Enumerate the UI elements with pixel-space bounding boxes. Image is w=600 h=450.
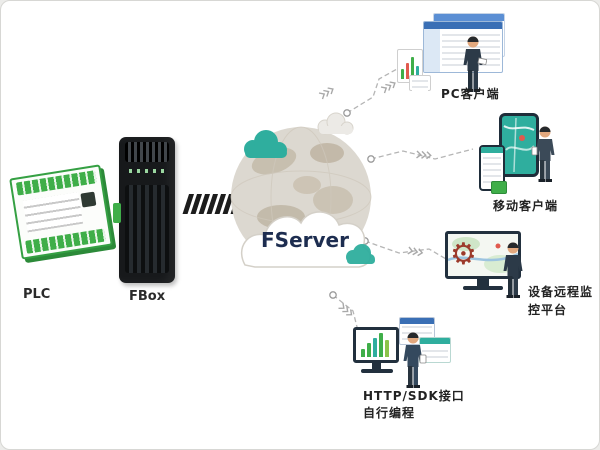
window-titlebar bbox=[424, 22, 502, 29]
tablet-icon bbox=[419, 354, 427, 364]
fbox-green-connector bbox=[113, 203, 121, 223]
line-to-monitor-platform bbox=[364, 240, 454, 264]
teal-cloud-top bbox=[244, 130, 287, 158]
map-pin bbox=[495, 243, 501, 249]
window-sidebar bbox=[424, 29, 440, 72]
person-monitor-platform bbox=[503, 242, 523, 298]
fserver-label: FServer bbox=[261, 228, 349, 252]
chevron-marks-pc bbox=[380, 79, 398, 94]
monitor-screen-chart bbox=[353, 327, 399, 363]
http-sdk-label-line2: 自行编程 bbox=[363, 406, 416, 420]
bar bbox=[379, 333, 383, 357]
monitor-stand bbox=[372, 363, 381, 369]
window-titlebar bbox=[400, 318, 434, 324]
fserver-cloud: FServer bbox=[230, 112, 375, 268]
bar bbox=[406, 63, 409, 79]
connector-dot-pc bbox=[343, 109, 351, 117]
bar bbox=[401, 69, 404, 79]
monitor-stand bbox=[477, 279, 489, 286]
fbox-device bbox=[113, 137, 175, 283]
fbox-led-row bbox=[129, 169, 165, 173]
chevron-marks-monitor bbox=[407, 246, 424, 258]
person-pc-client bbox=[463, 36, 487, 92]
bar bbox=[361, 349, 365, 357]
fbox-label: FBox bbox=[129, 289, 166, 304]
chevron-marks-pc-2 bbox=[318, 85, 336, 100]
pc-client-label: PC客户端 bbox=[441, 87, 500, 101]
bar bbox=[411, 57, 414, 79]
fbox-heatsink-fins bbox=[125, 185, 169, 273]
monitor-base bbox=[463, 286, 503, 290]
laptop-icon bbox=[477, 57, 487, 66]
phone-icon bbox=[531, 146, 538, 156]
plc-chip bbox=[80, 191, 97, 208]
person-mobile-client bbox=[531, 126, 555, 182]
monitor-platform-label-line1: 设备远程监 bbox=[528, 285, 594, 299]
pc-list-card bbox=[409, 75, 431, 92]
plc-silkscreen-text bbox=[22, 192, 84, 233]
phone-app-header bbox=[481, 147, 503, 153]
http-sdk-label-line1: HTTP/SDK接口 bbox=[363, 389, 465, 403]
gray-cloud-top bbox=[317, 112, 354, 135]
monitor-base bbox=[361, 369, 393, 373]
line-to-mobile-client bbox=[370, 148, 474, 160]
teal-cloud-bottom bbox=[346, 244, 375, 264]
map-pin bbox=[519, 135, 525, 141]
line-to-pc-client bbox=[346, 58, 416, 114]
plc-label: PLC bbox=[23, 287, 51, 302]
code-lines bbox=[422, 346, 448, 362]
connector-dot-sdk bbox=[329, 291, 337, 299]
window-titlebar bbox=[434, 14, 504, 21]
fbox-terminal-block bbox=[125, 142, 169, 162]
plc-device bbox=[9, 164, 113, 260]
list-lines bbox=[412, 78, 428, 92]
bar bbox=[416, 66, 419, 79]
connector-dot-mobile bbox=[367, 155, 375, 163]
person-developer bbox=[403, 332, 427, 388]
bar bbox=[367, 343, 371, 357]
phone-app-rows bbox=[483, 155, 501, 187]
bar bbox=[385, 340, 389, 357]
monitor-platform-label-line2: 控平台 bbox=[528, 303, 568, 317]
gear-icon: ⚙ bbox=[450, 237, 477, 272]
bar bbox=[373, 338, 377, 357]
mobile-client-label: 移动客户端 bbox=[493, 199, 559, 213]
window-titlebar bbox=[420, 338, 450, 344]
mobile-green-card bbox=[491, 181, 507, 194]
